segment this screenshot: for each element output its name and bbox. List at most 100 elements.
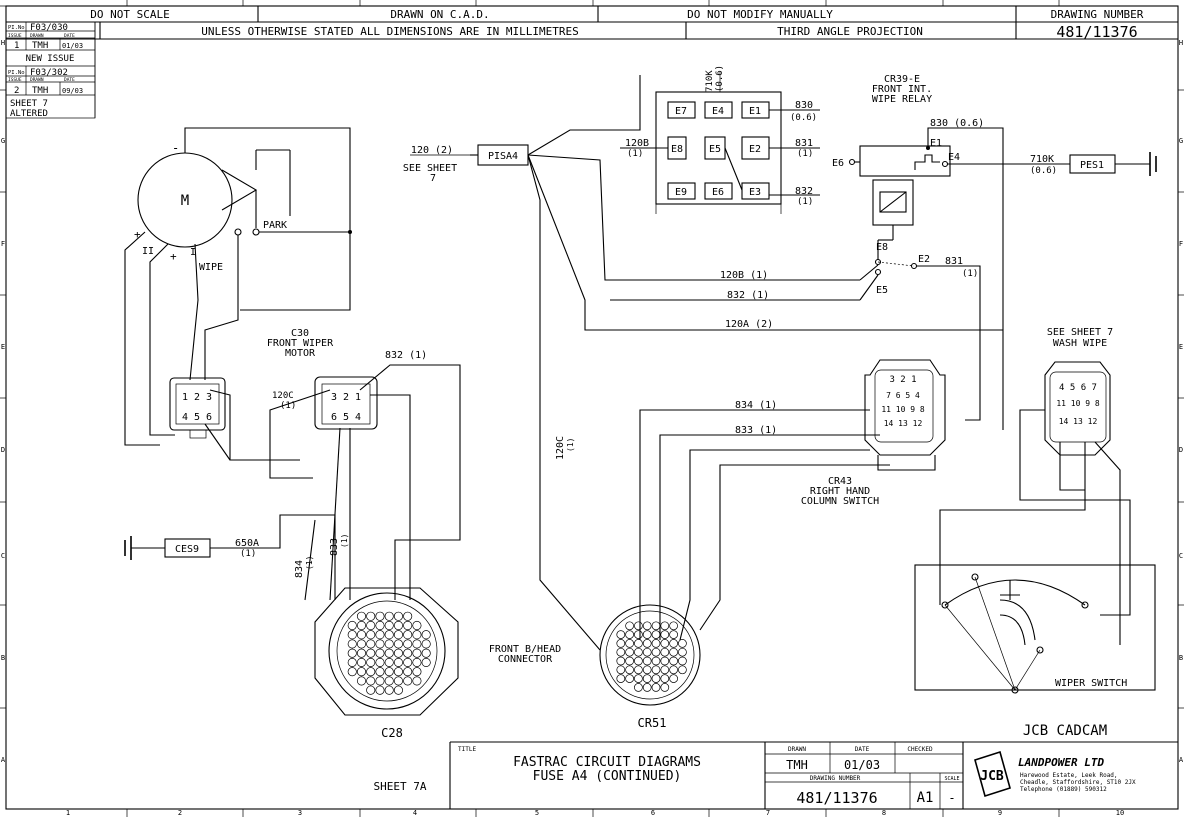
connector-pin [375, 685, 385, 695]
do-not-modify: DO NOT MODIFY MANUALLY [687, 8, 833, 21]
title-label: TITLE [458, 746, 476, 753]
fuse-e2: E2 [749, 144, 761, 155]
connector-pin [393, 639, 403, 649]
motor-conn-pins-bottom: 4 5 6 [182, 412, 212, 423]
connector-pin [356, 648, 367, 658]
issue-label: ISSUE [8, 33, 22, 39]
cr51-connector: CR51 [599, 449, 890, 730]
connector-pin [412, 639, 422, 649]
connector-pin [347, 667, 357, 677]
cr43-id: CR43 [828, 476, 852, 487]
c30-line1: FRONT WIPER [267, 338, 334, 349]
issue-2: 2 [14, 86, 19, 96]
col-label: 7 [766, 809, 770, 817]
row-label: E [1, 343, 5, 351]
title-block: TITLE FASTRAC CIRCUIT DIAGRAMS FUSE A4 (… [374, 741, 1178, 809]
connector-pin [669, 621, 678, 631]
connector-pin [393, 657, 403, 667]
connector-pin [366, 685, 376, 695]
fuse-e6: E6 [712, 187, 724, 198]
row-label: A [1179, 756, 1184, 764]
relay-e6: E6 [832, 158, 844, 169]
tb-drawing-number-label: DRAWING NUMBER [810, 775, 861, 782]
connector-pin [366, 667, 376, 677]
pl-no-2: F03/302 [30, 68, 68, 78]
row-label: H [1, 39, 5, 47]
connector-pin [625, 674, 634, 683]
connector-pin [412, 620, 422, 631]
header-strip: DO NOT SCALE DRAWN ON C.A.D. DO NOT MODI… [6, 6, 1178, 41]
connector-pin [347, 639, 357, 649]
connector-pin [375, 630, 385, 640]
connector-pin [642, 630, 652, 639]
c28-label: C28 [381, 726, 403, 740]
motor-park: PARK [263, 220, 287, 231]
connector-pin [421, 648, 431, 658]
do-not-scale: DO NOT SCALE [90, 8, 169, 21]
wire-710k-top: 710K [705, 70, 715, 92]
connector-pin [669, 656, 678, 666]
wire-834-vertical: 834 [294, 560, 305, 578]
row-label: D [1179, 446, 1183, 454]
col-label: 2 [178, 809, 182, 817]
c30-pins-bottom: 6 5 4 [331, 412, 361, 423]
connector-pin [347, 630, 357, 640]
fuse-e5: E5 [709, 144, 721, 155]
row-label: B [1179, 654, 1183, 662]
wire-830-relay: 830 (0.6) [930, 118, 984, 129]
connector-pin [412, 676, 422, 686]
border-column-labels: 1 2 3 4 5 6 7 8 9 10 [66, 809, 1124, 817]
connector-pin [393, 648, 403, 658]
connector-pin [625, 647, 634, 657]
connector-pin [634, 683, 643, 692]
ces9-label: CES9 [175, 544, 199, 555]
wire-834-ring: (1) [305, 556, 314, 570]
connector-pin [651, 683, 661, 692]
drawing-number-label: DRAWING NUMBER [1051, 8, 1144, 21]
ww-pins-row3: 14 13 12 [1059, 417, 1098, 426]
connector-pin [393, 676, 403, 686]
pl-no-1: F03/030 [30, 23, 68, 33]
col-label: 9 [998, 809, 1002, 817]
company-addr3: Telephone (01889) 590312 [1020, 786, 1107, 793]
wire-710k: 710K [1030, 154, 1054, 165]
units-note: UNLESS OTHERWISE STATED ALL DIMENSIONS A… [201, 25, 579, 38]
drawn-1: TMH [32, 41, 48, 51]
relay-e5: E5 [876, 285, 888, 296]
wire-832-c30: 832 (1) [385, 350, 427, 361]
connector-pin [669, 630, 678, 639]
title-line2: FUSE A4 (CONTINUED) [533, 769, 682, 784]
connector-pin [403, 620, 413, 631]
wire-833-ring: (1) [340, 534, 349, 548]
issue-1: 1 [14, 41, 19, 51]
company-addr2: Cheadle, Staffordshire, ST10 2JX [1020, 779, 1136, 786]
border-row-labels: H G F E D C B A H G F E D C B A [1, 39, 1184, 764]
cr43-pins-row2: 7 6 5 4 [886, 391, 920, 400]
connector-pin [634, 674, 643, 683]
wire-710k-size: (0.6) [1030, 166, 1057, 176]
date-2: 09/03 [62, 87, 83, 95]
front-bhead-line2: CONNECTOR [498, 654, 553, 665]
relay-cr39e: CR39-E FRONT INT. WIPE RELAY 830 (0.6) E… [832, 74, 1157, 421]
wiper-motor: M - + + II I WIPE PARK [124, 127, 352, 446]
row-label: G [1, 137, 5, 145]
col-label: 3 [298, 809, 302, 817]
motor-i: I [190, 247, 196, 258]
col-label: 5 [535, 809, 539, 817]
connector-pin [403, 630, 413, 640]
connector-pin [625, 621, 634, 631]
connector-pin [356, 630, 367, 640]
front-bhead-line1: FRONT B/HEAD [489, 644, 561, 655]
connector-pin [356, 620, 367, 631]
connector-pin [375, 648, 385, 658]
wire-830: 830 [795, 100, 813, 111]
connector-pin [375, 620, 385, 631]
connector-pin [660, 674, 670, 683]
cr43-pins-row3: 11 10 9 8 [881, 405, 925, 414]
connector-pin [651, 665, 661, 675]
pl-no-label: PI.No [8, 25, 25, 31]
company-addr1: Harewood Estate, Leek Road, [1020, 772, 1118, 779]
connector-pin [366, 676, 376, 686]
wash-wipe-line1: SEE SHEET 7 [1047, 327, 1113, 338]
connector-pin [678, 639, 687, 648]
